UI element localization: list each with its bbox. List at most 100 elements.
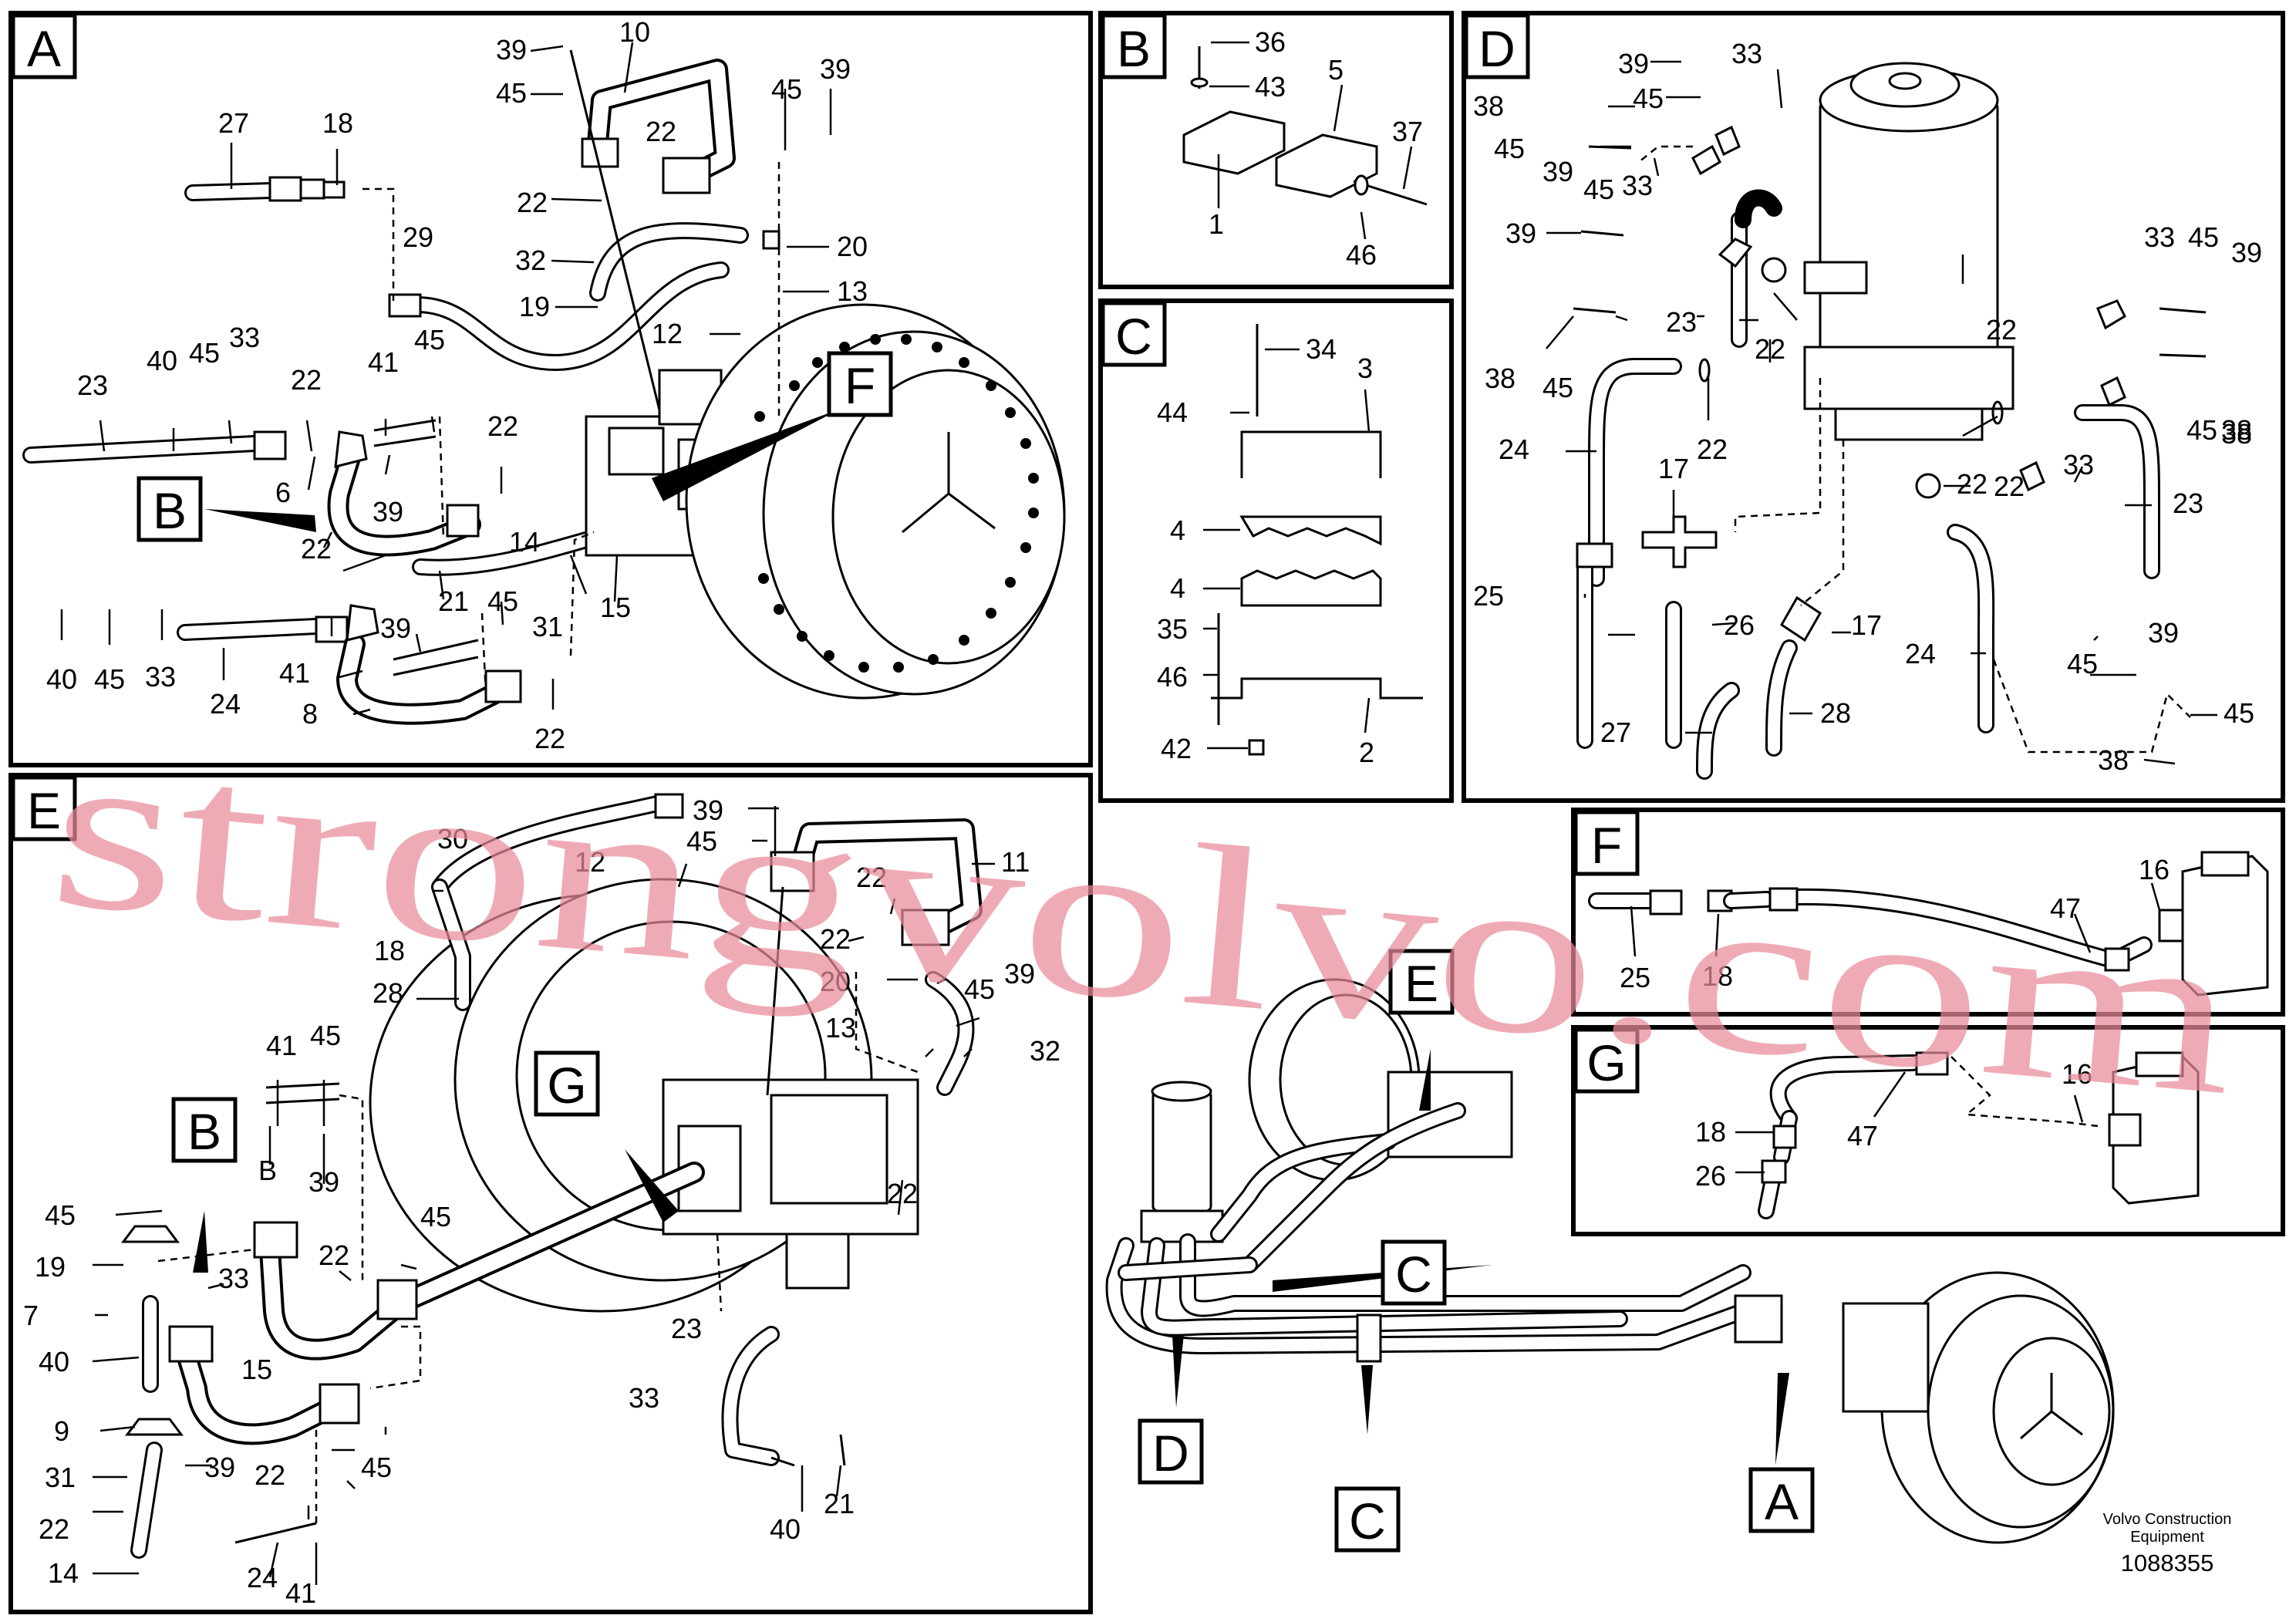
- callout-d-39-right: 39: [2231, 237, 2262, 268]
- callout-d-28: 28: [1820, 697, 1851, 729]
- panel-e-ref-b: B: [187, 1103, 221, 1160]
- callout-g-47: 47: [1847, 1120, 1878, 1152]
- callout-e-45-bottom: 41: [285, 1577, 316, 1609]
- callout-d-24-top: 24: [1499, 433, 1529, 465]
- panel-f-tag: F: [1591, 817, 1622, 874]
- panel-a-ref-f-box: [827, 351, 893, 417]
- callout-d-17-upper: 17: [1658, 453, 1689, 484]
- panel-f-tag-box: [1573, 810, 1640, 876]
- callout-a-39-lower: 39: [380, 612, 411, 644]
- callout-f-47: 47: [2050, 892, 2081, 924]
- callout-c-3: 3: [1357, 352, 1373, 384]
- callout-d-39-mid: 39: [1505, 218, 1536, 249]
- callout-d-39-left: 39: [1542, 156, 1573, 187]
- callout-e-22-lower: 39: [204, 1452, 235, 1483]
- callout-a-22-ring: 22: [487, 410, 518, 442]
- callout-e-39-lower: 22: [255, 1459, 285, 1491]
- callout-e-39-top: 39: [693, 794, 723, 826]
- callout-a-29: 29: [403, 221, 433, 253]
- callout-d-22-top: 22: [1755, 333, 1785, 365]
- callout-e-23: 40: [39, 1346, 69, 1378]
- callout-a-45-lower: 45: [487, 585, 518, 617]
- panel-d-callouts: 39 33 38 45 45 39 45 33 39 23 22 33 45 3…: [1473, 38, 2262, 776]
- callout-d-45-left: 45: [1494, 133, 1525, 164]
- callout-e-45-top: 45: [686, 825, 717, 857]
- callout-e-41-lower: 24: [247, 1562, 278, 1593]
- callout-d-45-right-lower: 45: [2186, 414, 2217, 446]
- overview: E C D C A: [1105, 949, 2115, 1553]
- panel-f-drawing: [1588, 851, 2269, 996]
- callout-d-45-bottom: 45: [2224, 697, 2254, 729]
- callout-d-38-bottom: 38: [2098, 744, 2129, 776]
- callout-d-23-right: 23: [2173, 487, 2203, 519]
- callout-e-33-lower: 9: [54, 1415, 69, 1447]
- panel-a-drawing: [22, 49, 1066, 725]
- document-number: 1088355: [2121, 1549, 2214, 1576]
- callout-a-45-top: 45: [496, 77, 527, 109]
- callout-d-22-seal: 22: [1957, 468, 1988, 500]
- panel-g-tag-box: [1573, 1027, 1640, 1094]
- callout-b-46: 46: [1346, 239, 1377, 271]
- callout-c-34: 34: [1306, 333, 1337, 365]
- callout-e-39-right: 39: [1004, 958, 1035, 990]
- callout-f-16: 16: [2139, 854, 2170, 885]
- callout-a-22-upper: 22: [646, 116, 676, 147]
- callout-a-22-bottom: 22: [534, 723, 565, 754]
- panel-e-ref-b-box: [171, 1097, 238, 1163]
- callout-c-42: 42: [1161, 733, 1192, 764]
- panel-a-callouts: 39 10 45 45 39 27 18 22 22 32 20 19 13 2…: [46, 16, 868, 754]
- callout-a-45-right: 45: [771, 73, 802, 105]
- callout-e-45-upper-2: 39: [308, 1166, 339, 1198]
- callout-e-15: 23: [671, 1313, 702, 1344]
- callout-c-46: 46: [1157, 661, 1188, 693]
- overview-tag-c-bottom-box: [1334, 1486, 1401, 1553]
- callout-e-45-lower: 31: [45, 1462, 76, 1493]
- callout-e-21: 40: [770, 1513, 801, 1545]
- overview-tag-c-bottom: C: [1349, 1492, 1386, 1549]
- callout-d-38-right: 38: [2221, 418, 2252, 450]
- callout-a-15: 15: [600, 592, 631, 623]
- callout-e-7: 22: [319, 1239, 349, 1271]
- callout-a-6: 6: [275, 477, 291, 508]
- panel-e-drawing: [121, 793, 983, 1559]
- callout-d-33-top: 33: [1731, 38, 1762, 69]
- callout-d-45-lower-left: 45: [1542, 372, 1573, 403]
- panel-a-ref-f: F: [845, 357, 875, 414]
- callout-g-18: 18: [1695, 1116, 1726, 1148]
- panel-a-f-arrow: [652, 409, 841, 501]
- callout-e-45-left: 19: [35, 1251, 66, 1283]
- callout-e-24: 14: [48, 1557, 79, 1589]
- panel-c-drawing: [1211, 324, 1423, 756]
- panel-e-tag: E: [27, 782, 61, 839]
- callout-a-24: 24: [210, 688, 241, 720]
- panel-a-leaders: [60, 42, 832, 716]
- callout-d-25: 25: [1473, 580, 1504, 612]
- callout-a-39-top: 39: [496, 34, 527, 66]
- callout-e-39-upper: B: [258, 1155, 277, 1186]
- callout-b-36: 36: [1255, 26, 1286, 58]
- panel-g-leaders: [1735, 1071, 2084, 1174]
- overview-d-arrow: [1172, 1334, 1184, 1408]
- panel-b-leaders: [1209, 41, 1413, 240]
- callout-d-33-right: 33: [2144, 221, 2175, 253]
- callout-e-40-lower: 22: [39, 1513, 69, 1545]
- panel-a: A: [8, 11, 1093, 767]
- callout-a-19: 19: [519, 291, 550, 322]
- callout-e-18: 18: [374, 935, 405, 966]
- callout-a-33-upper: 33: [229, 322, 260, 353]
- callout-a-13: 13: [837, 275, 868, 307]
- footer: Volvo Construction Equipment 1088355: [2103, 1511, 2232, 1576]
- brand-line-2: Equipment: [2130, 1529, 2204, 1546]
- callout-d-23-top: 23: [1666, 306, 1697, 338]
- callout-d-38-left: 38: [1485, 363, 1515, 394]
- callout-a-14: 14: [509, 526, 540, 558]
- panel-f: F 16 47 25 18: [1571, 808, 2285, 1017]
- callout-e-40-upper: 7: [23, 1300, 39, 1331]
- callout-b-5: 5: [1328, 54, 1344, 86]
- callout-a-23: 23: [77, 369, 108, 401]
- panel-e-b-arrow: [193, 1211, 208, 1273]
- panel-d-tag: D: [1478, 20, 1515, 77]
- callout-a-22-left: 22: [291, 364, 322, 396]
- panel-b: B 36 43 5 37 1 46: [1098, 11, 1454, 289]
- overview-tag-e-box: [1388, 949, 1455, 1015]
